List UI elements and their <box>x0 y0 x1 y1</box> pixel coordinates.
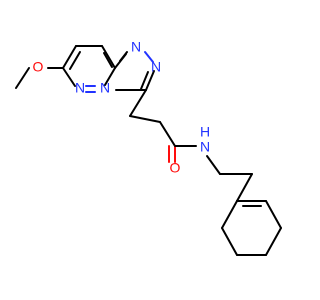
atom-label-n4: N <box>100 80 110 96</box>
atom-label-n5: N <box>75 80 85 96</box>
molecule-diagram: N N N N O O N H <box>15 39 282 256</box>
bond-o-ch3 <box>15 67 30 89</box>
bond-n1-n2 <box>144 51 154 63</box>
bond-c6-c7-inner <box>69 51 81 70</box>
bond-ring-c2-c3 <box>265 200 282 229</box>
bond-n2-c3 <box>145 70 155 91</box>
bond-c6-n5 <box>62 67 76 87</box>
bond-n4-c8a <box>104 67 116 86</box>
bond-n-ethyl1 <box>206 155 221 175</box>
atom-label-n1: N <box>131 39 141 55</box>
bond-chain1-chain2 <box>129 115 161 123</box>
atom-label-n2: N <box>151 59 161 75</box>
atom-label-h-amide: H <box>200 124 210 140</box>
bond-ring-c3-c4 <box>265 227 282 256</box>
bond-ethyl2-ring <box>236 173 253 202</box>
bond-c8-c8a-inner <box>103 52 113 68</box>
bond-c8-c8a <box>101 45 116 69</box>
bond-chain2-carbonyl <box>159 121 176 147</box>
bond-n2-c3-inner <box>140 71 149 90</box>
atom-label-n-amide: N <box>200 139 210 155</box>
bond-ring-c6-c1 <box>221 200 238 229</box>
bond-c3-chain1 <box>129 89 147 117</box>
atom-label-o-methoxy: O <box>33 59 44 75</box>
atom-label-o-carbonyl: O <box>170 160 181 176</box>
bond-c6-c7 <box>62 45 77 69</box>
bond-ring-c5-c6 <box>221 227 238 256</box>
bond-c8a-n1-inner <box>119 51 128 62</box>
